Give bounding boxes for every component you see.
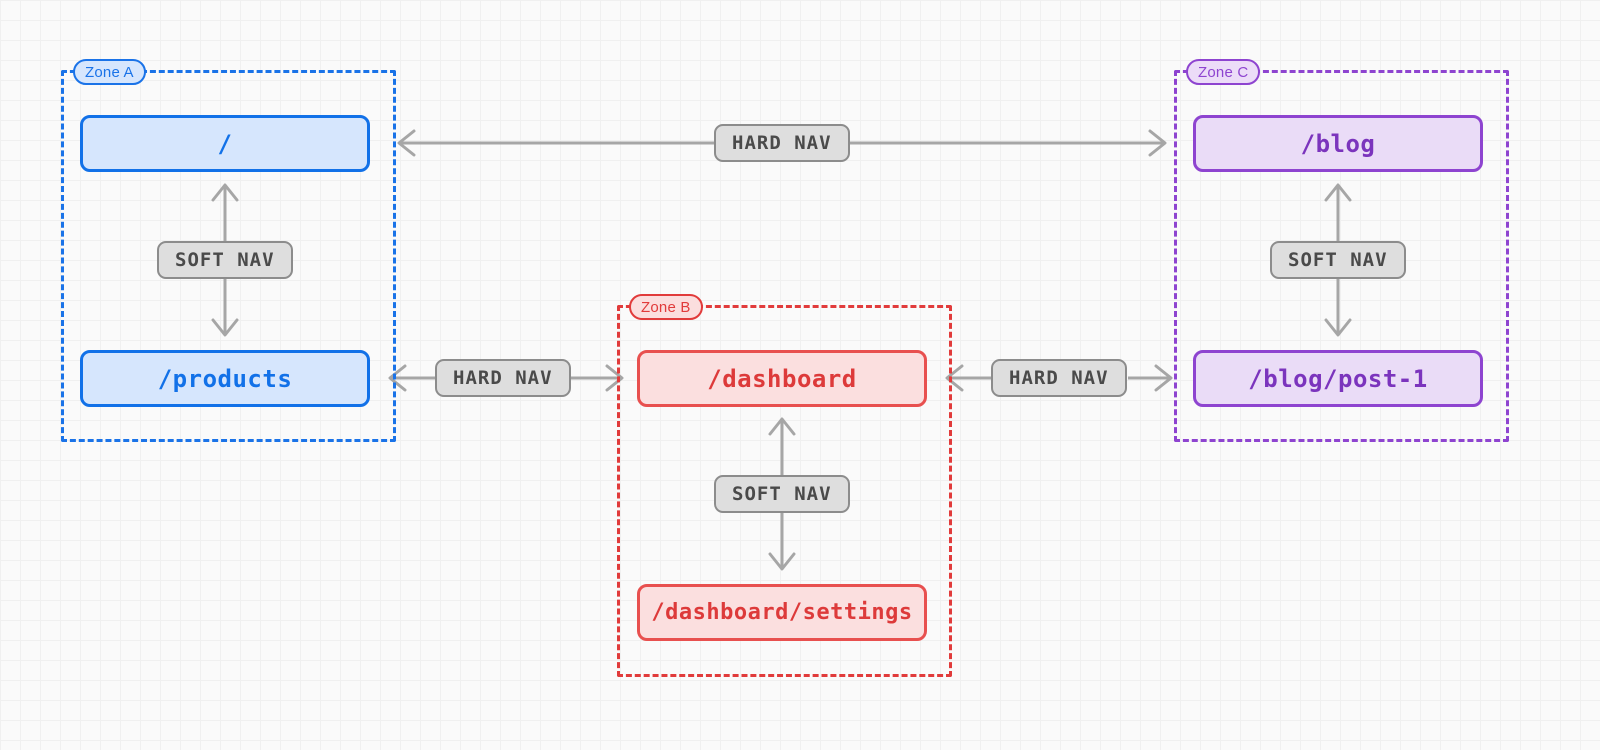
edge-label-hard-nav-dashboard-blogpost[interactable]: HARD NAV xyxy=(991,359,1127,397)
edge-label-soft-nav-root-products[interactable]: SOFT NAV xyxy=(157,241,293,279)
node-route-dashboard-settings[interactable]: /dashboard/settings xyxy=(637,584,927,641)
edge-label-soft-nav-dashboard-settings[interactable]: SOFT NAV xyxy=(714,475,850,513)
node-label: /products xyxy=(157,364,293,393)
zone-a-boundary[interactable] xyxy=(61,70,396,442)
node-label: /dashboard/settings xyxy=(651,600,913,625)
zone-b-boundary[interactable] xyxy=(617,305,952,677)
zone-c-boundary[interactable] xyxy=(1174,70,1509,442)
node-route-root[interactable]: / xyxy=(80,115,370,172)
edge-label-hard-nav-products-dashboard[interactable]: HARD NAV xyxy=(435,359,571,397)
node-route-products[interactable]: /products xyxy=(80,350,370,407)
zone-b-label[interactable]: Zone B xyxy=(629,294,703,320)
node-route-blog[interactable]: /blog xyxy=(1193,115,1483,172)
edge-label-soft-nav-blog-blogpost[interactable]: SOFT NAV xyxy=(1270,241,1406,279)
node-route-blog-post-1[interactable]: /blog/post-1 xyxy=(1193,350,1483,407)
edge-label-hard-nav-root-blog[interactable]: HARD NAV xyxy=(714,124,850,162)
node-label: /blog xyxy=(1300,129,1376,158)
node-route-dashboard[interactable]: /dashboard xyxy=(637,350,927,407)
node-label: / xyxy=(217,129,233,158)
zone-c-label[interactable]: Zone C xyxy=(1186,59,1261,85)
zone-a-label[interactable]: Zone A xyxy=(73,59,146,85)
node-label: /dashboard xyxy=(707,364,857,393)
node-label: /blog/post-1 xyxy=(1248,364,1428,393)
